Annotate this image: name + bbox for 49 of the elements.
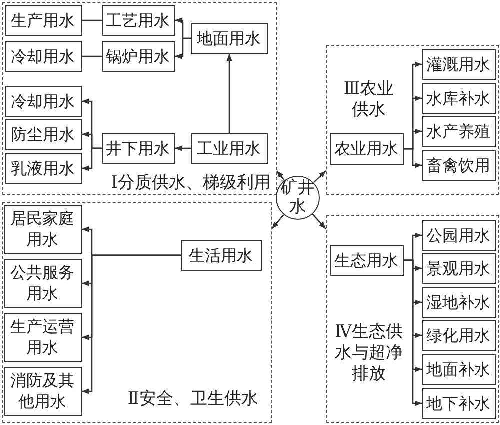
process-box: 工艺用水 — [102, 4, 174, 36]
process-box: 冷却用水 — [4, 86, 82, 116]
process-box: 冷却用水 — [4, 40, 82, 72]
source-circle: 矿井水 — [276, 176, 320, 220]
process-box: 绿化用水 — [422, 320, 496, 350]
connector-line — [82, 56, 102, 58]
group-title: Ⅲ农业供水 — [342, 79, 396, 121]
process-box: 水产养殖 — [422, 116, 496, 146]
arrow — [82, 254, 181, 394]
process-box: 生产用水 — [4, 4, 82, 36]
group-title: Ⅳ生态供水与超净排放 — [334, 322, 404, 385]
process-box: 井下用水 — [102, 132, 174, 164]
arrow — [82, 148, 102, 172]
process-box: 消防及其他用水 — [4, 366, 82, 416]
arrow — [404, 148, 422, 168]
process-box: 防尘用水 — [4, 118, 82, 150]
dashed-group-box — [2, 202, 272, 423]
process-box: 畜禽饮用 — [422, 150, 496, 180]
group-title: Ⅱ安全、卫生供水 — [126, 389, 260, 410]
dashed-group-box — [326, 215, 499, 423]
process-box: 生态用水 — [330, 244, 404, 276]
arrow — [226, 54, 232, 133]
process-box: 水库补水 — [422, 82, 496, 114]
process-box: 乳液用水 — [4, 152, 82, 184]
group-title: Ⅰ分质供水、梯级利用 — [110, 173, 272, 194]
process-box: 锅炉用水 — [102, 40, 174, 72]
process-box: 地下补水 — [422, 388, 496, 418]
process-box: 生活用水 — [180, 240, 262, 270]
dashed-group-box — [326, 45, 499, 195]
process-box: 地面用水 — [190, 22, 268, 54]
arrow — [312, 214, 326, 230]
process-box: 公园用水 — [422, 220, 496, 250]
process-box: 居民家庭用水 — [4, 204, 82, 254]
process-box: 景观用水 — [422, 252, 496, 284]
arrow — [175, 146, 191, 152]
arrow — [272, 214, 284, 230]
process-box: 农业用水 — [330, 132, 404, 164]
process-box: 湿地补水 — [422, 286, 496, 318]
arrow — [276, 170, 286, 181]
process-box: 公共服务用水 — [4, 258, 82, 308]
process-box: 地面补水 — [422, 354, 496, 384]
process-box: 灌溉用水 — [422, 48, 496, 80]
arrow — [175, 38, 191, 60]
arrow — [313, 170, 326, 184]
process-box: 工业用水 — [190, 132, 268, 164]
arrow — [404, 260, 422, 406]
connector-line — [82, 20, 102, 22]
process-box: 生产运营用水 — [4, 312, 82, 362]
dashed-group-box — [2, 2, 277, 195]
